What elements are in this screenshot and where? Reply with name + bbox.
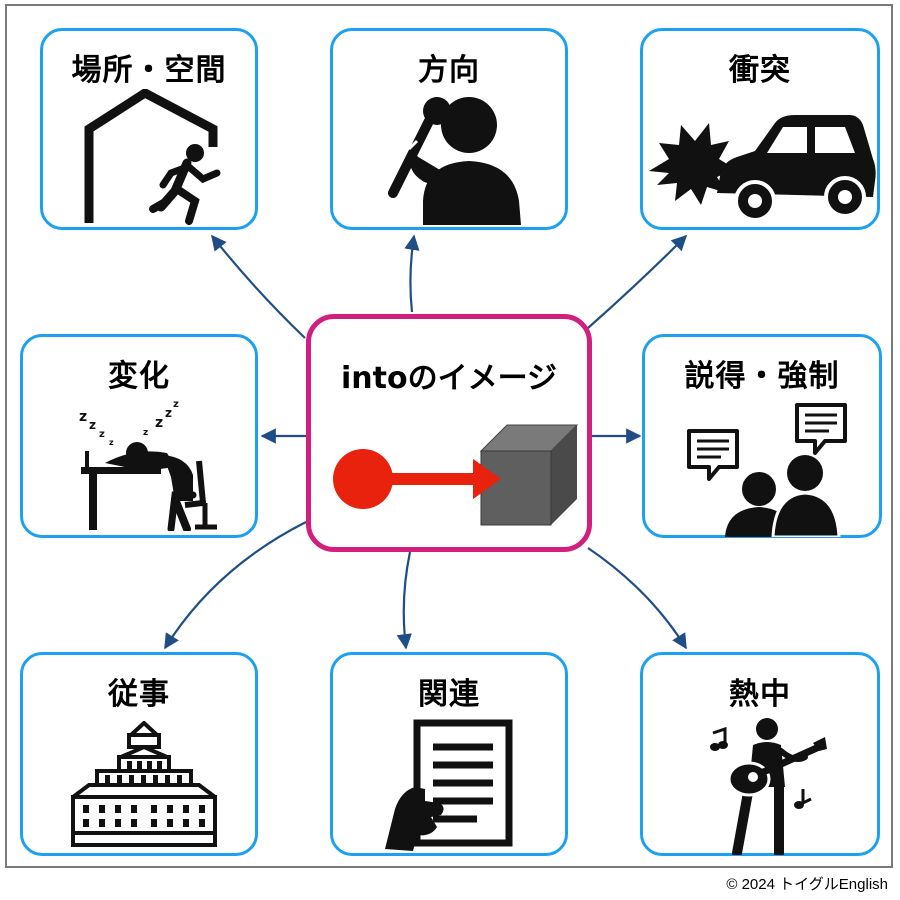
svg-text:z: z bbox=[79, 409, 87, 425]
into-image-illustration bbox=[333, 424, 579, 526]
box-relation-label: 関連 bbox=[418, 677, 480, 712]
people-talking-icon bbox=[687, 403, 847, 537]
arrow-to-collision bbox=[587, 234, 688, 329]
box-absorption: 熱中 bbox=[640, 652, 880, 856]
box-collision: 衝突 bbox=[640, 28, 880, 230]
arrow-shaft bbox=[391, 473, 479, 485]
guitar-player-icon bbox=[710, 718, 827, 855]
box-place-label: 場所・空間 bbox=[71, 53, 227, 88]
arrow-to-engagement bbox=[164, 521, 307, 650]
hand-document-icon bbox=[385, 719, 513, 851]
svg-text:z: z bbox=[89, 418, 96, 432]
box-persuasion: 説得・強制 bbox=[642, 334, 882, 538]
singer-microphone-icon bbox=[388, 97, 521, 225]
box-change-label: 変化 bbox=[108, 359, 170, 394]
center-title: intoのイメージ bbox=[341, 361, 557, 396]
svg-text:z: z bbox=[99, 429, 105, 440]
svg-text:z: z bbox=[155, 415, 163, 431]
arrow-to-absorption bbox=[587, 547, 687, 650]
box-engagement-label: 従事 bbox=[108, 677, 170, 712]
car-crash-icon bbox=[649, 115, 876, 222]
copyright-text: © 2024 トイグルEnglish bbox=[726, 876, 888, 893]
box-relation: 関連 bbox=[330, 652, 568, 856]
cube-icon bbox=[479, 424, 579, 526]
svg-text:z: z bbox=[143, 428, 148, 438]
box-place: 場所・空間 bbox=[40, 28, 258, 230]
box-engagement: 従事 bbox=[20, 652, 258, 856]
arrow-to-relation bbox=[396, 551, 412, 650]
government-building-icon bbox=[71, 721, 217, 847]
box-persuasion-label: 説得・強制 bbox=[684, 359, 840, 394]
svg-text:z: z bbox=[173, 399, 179, 410]
box-direction-label: 方向 bbox=[418, 53, 480, 88]
center-box: intoのイメージ bbox=[306, 314, 592, 552]
svg-text:z: z bbox=[165, 406, 172, 420]
arrow-to-direction bbox=[404, 234, 420, 313]
box-collision-label: 衝突 bbox=[729, 53, 791, 88]
box-direction: 方向 bbox=[330, 28, 568, 230]
house-running-person-icon bbox=[84, 89, 221, 225]
arrow-to-place bbox=[211, 234, 306, 339]
svg-text:z: z bbox=[109, 438, 114, 447]
moving-ball-icon bbox=[333, 449, 393, 509]
box-absorption-label: 熱中 bbox=[729, 677, 791, 712]
